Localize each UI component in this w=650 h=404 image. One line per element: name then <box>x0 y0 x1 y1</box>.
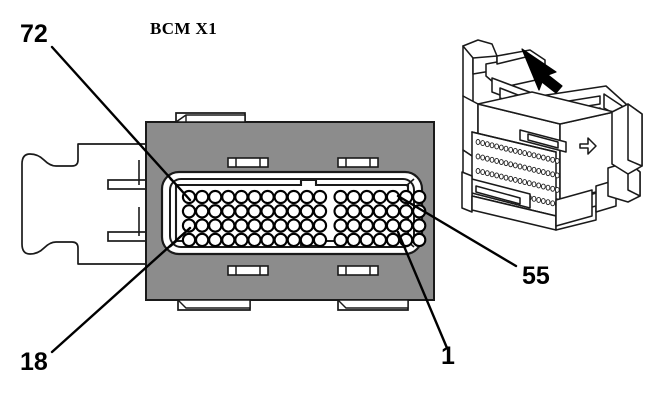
pin-cavity <box>412 189 427 205</box>
iso-pin-cavity <box>526 180 532 187</box>
direction-arrow <box>521 48 563 94</box>
iso-pin-cavity <box>508 146 514 153</box>
iso-pin-cavity <box>517 178 523 184</box>
iso-pin-cavity <box>517 163 523 170</box>
iso-pin-cavity <box>540 183 546 190</box>
iso-pin-cavity <box>475 168 481 174</box>
iso-pin-cavity <box>531 181 537 188</box>
iso-pin-cavity <box>540 154 546 161</box>
iso-pin-cavity <box>550 156 556 163</box>
iso-pin-cavity <box>484 141 490 148</box>
iso-pin-cavity <box>475 153 481 160</box>
iso-pin-cavity <box>536 182 542 189</box>
iso-pin-cavity <box>550 171 556 178</box>
iso-pin-cavity <box>540 198 546 205</box>
iso-pin-cavity <box>489 142 495 149</box>
iso-pin-cavity <box>526 165 532 172</box>
iso-pin-cavity <box>512 147 518 154</box>
iso-pin-cavity <box>508 161 514 168</box>
iso-pin-cavity <box>545 170 551 177</box>
iso-pin-cavity <box>550 200 556 207</box>
iso-pin-cavity <box>531 152 537 159</box>
body-bottom-feet <box>176 299 409 311</box>
iso-pin-cavity <box>498 173 504 180</box>
page-title: BCM X1 <box>150 19 218 38</box>
iso-pin-cavity <box>554 172 560 179</box>
iso-pin-cavity <box>522 179 528 186</box>
iso-pin-cavity <box>508 175 514 182</box>
iso-pin-cavity <box>554 157 560 164</box>
iso-pin-cavity <box>545 199 551 206</box>
callout-label-72: 72 <box>20 20 48 48</box>
iso-pin-cavity <box>522 150 528 157</box>
iso-pin-cavity <box>554 186 560 193</box>
iso-pin-cavity <box>545 155 551 162</box>
iso-pin-cavity <box>522 164 528 171</box>
callout-label-1: 1 <box>441 344 455 366</box>
iso-pin-cavity <box>480 154 486 161</box>
pin-cavity <box>412 232 427 248</box>
pin-cavity <box>312 232 328 248</box>
iso-pin-cavity <box>484 155 490 162</box>
iso-pin-cavity <box>494 172 500 179</box>
callout-leader-lines <box>50 45 518 354</box>
iso-pin-cavity <box>536 196 542 203</box>
iso-pin-cavity <box>512 176 518 183</box>
iso-pin-cavity <box>550 185 556 192</box>
leader-line-1 <box>396 230 449 350</box>
pin-cavity <box>312 189 328 205</box>
iso-pin-cavity <box>494 143 500 150</box>
pin-cavity <box>312 218 328 233</box>
iso-pin-cavity <box>526 151 532 158</box>
callout-label-55: 55 <box>522 262 550 290</box>
iso-pin-cavity <box>489 171 495 178</box>
iso-pin-cavity <box>494 157 500 164</box>
leader-line-72 <box>50 45 192 202</box>
iso-pin-cavity <box>531 166 537 173</box>
iso-pin-cavity <box>503 145 509 152</box>
leader-line-55 <box>396 194 518 268</box>
iso-pin-cavity <box>545 184 551 191</box>
leader-line-18 <box>50 226 192 354</box>
iso-pin-cavity <box>540 169 546 176</box>
iso-pin-cavity <box>536 167 542 174</box>
pin-cavity <box>312 204 328 219</box>
iso-pin-cavity <box>536 153 542 160</box>
callout-label-18: 18 <box>20 348 48 376</box>
iso-pin-cavity <box>531 195 537 202</box>
iso-pin-cavity <box>480 140 486 147</box>
iso-pin-cavity <box>512 162 518 169</box>
iso-pin-cavity <box>475 139 481 145</box>
iso-pin-cavity <box>484 170 490 177</box>
pin-cavity <box>412 218 427 233</box>
iso-pin-cavity <box>503 174 509 181</box>
latch-tabs <box>227 157 379 276</box>
body-top-tab <box>173 112 246 123</box>
iso-pin-cavity <box>489 156 495 163</box>
iso-pin-cavity <box>517 149 523 155</box>
iso-pin-cavity <box>498 159 504 166</box>
iso-pin-cavity <box>498 144 504 151</box>
iso-pin-cavity <box>503 160 509 167</box>
iso-pin-cavity <box>480 169 486 176</box>
pin-grid <box>181 189 427 248</box>
